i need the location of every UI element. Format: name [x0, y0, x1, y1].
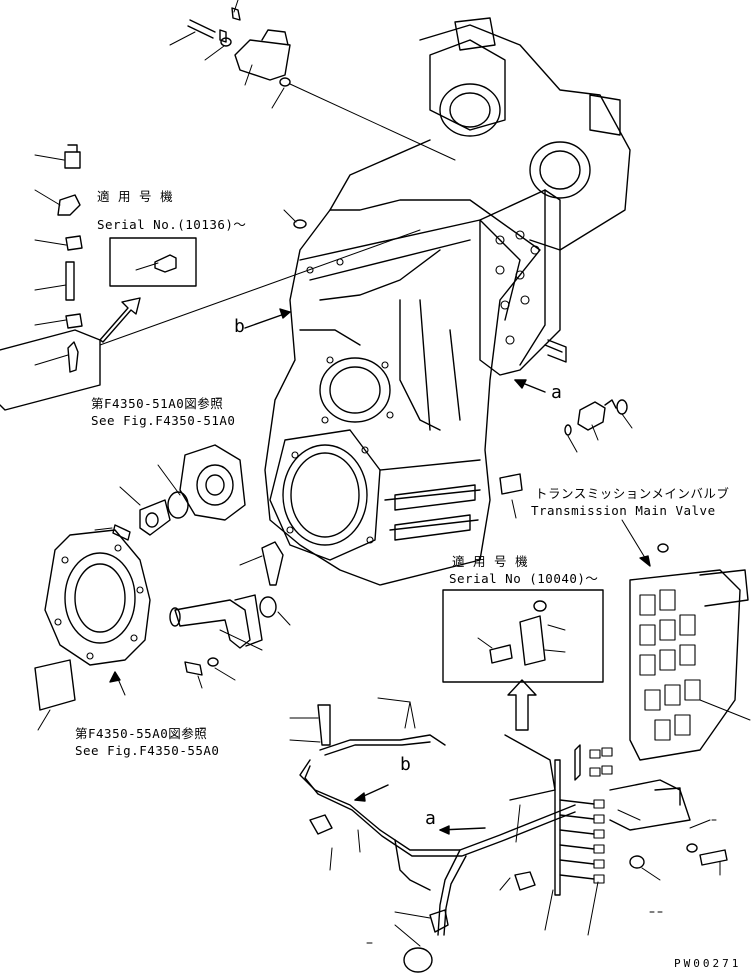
- main-valve-jp: トランスミッションメインバルブ: [535, 486, 730, 501]
- elbow-pipe: [170, 595, 290, 650]
- breather-assembly: [188, 8, 455, 160]
- serial-1-number: Serial No.(10136)～: [97, 217, 247, 232]
- filter-and-rings: [565, 400, 627, 435]
- leader-lines-left: [35, 155, 420, 365]
- ref-55a0-en: See Fig.F4350-55A0: [75, 743, 220, 758]
- ref-55a0-jp: 第F4350-55A0図参照: [75, 726, 208, 741]
- serial-2-number: Serial No (10040)～: [449, 571, 599, 586]
- callout-b-lower-arrow: [355, 785, 388, 801]
- bolt-pto: [95, 525, 130, 540]
- valve-plate: [480, 190, 560, 375]
- serial-2-heading: 適 用 号 機: [452, 554, 529, 569]
- pto-cover: [140, 445, 245, 535]
- drawing-id: PW00271: [674, 957, 742, 970]
- leader-lines-pto: [120, 465, 180, 505]
- callout-b-lower: b: [400, 754, 412, 775]
- callout-a-lower: a: [425, 808, 437, 829]
- leader-lines-harness: [290, 698, 720, 946]
- ref-51a0-en: See Fig.F4350-51A0: [91, 413, 236, 428]
- callout-a-arrow: [515, 380, 545, 392]
- harness-bolts: [310, 705, 535, 890]
- tick-marks: [367, 820, 716, 943]
- breather-tube: [240, 542, 283, 585]
- bolt-elbow: [185, 658, 235, 688]
- callout-b-arrow: [245, 309, 290, 328]
- plug: [294, 220, 306, 228]
- serial-box-2: [443, 590, 603, 682]
- main-valve-en: Transmission Main Valve: [531, 503, 716, 518]
- wiring-harness: [300, 735, 727, 972]
- callout-a-lower-arrow: [440, 826, 485, 834]
- left-parts-stack: [0, 145, 100, 410]
- transmission-case: [265, 18, 630, 585]
- serial-box-1: [110, 238, 196, 286]
- bolt-valve-plate: [545, 340, 566, 362]
- hollow-arrow-2: [508, 680, 536, 730]
- leader-lines-top: [170, 0, 296, 222]
- name-plate: [500, 474, 522, 518]
- main-valve-body: [622, 520, 750, 760]
- leader-lines-right: [568, 414, 632, 452]
- callout-a-upper: a: [551, 382, 563, 403]
- ref-51a0-jp: 第F4350-51A0図参照: [91, 396, 224, 411]
- rear-cover-plate: [35, 530, 150, 730]
- serial-1-heading: 適 用 号 機: [97, 189, 174, 204]
- hollow-arrow-1: [100, 298, 140, 342]
- callout-b-upper: b: [234, 316, 246, 337]
